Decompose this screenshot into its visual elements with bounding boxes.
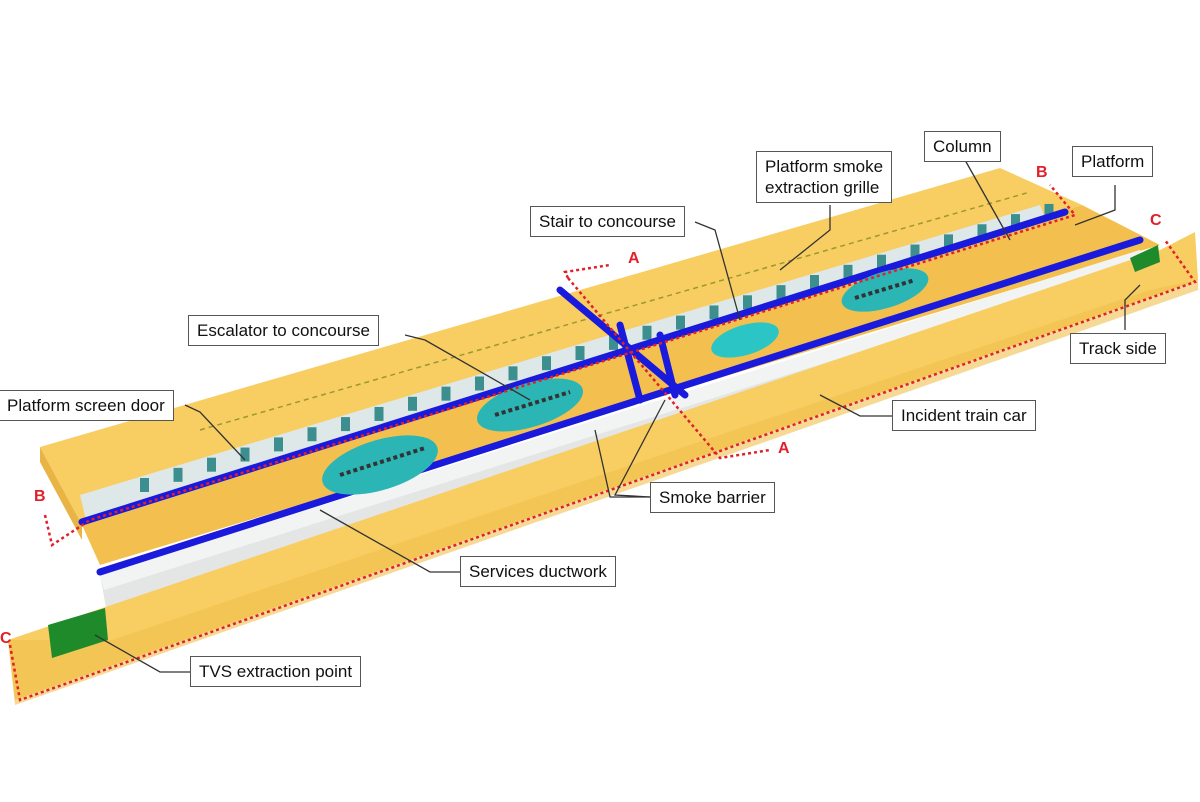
platform-screen-door-panel — [274, 437, 283, 452]
platform-screen-door-panel — [408, 396, 417, 411]
platform-screen-door-panel — [609, 335, 618, 350]
label-track-side: Track side — [1070, 333, 1166, 364]
label-tvs-extraction-point: TVS extraction point — [190, 656, 362, 687]
platform-screen-door-panel — [173, 467, 183, 482]
platform-screen-door-panel — [542, 356, 551, 371]
platform-screen-door-panel — [709, 305, 719, 320]
platform-screen-door-panel — [642, 325, 652, 340]
section-marker-a: A — [778, 440, 790, 457]
platform-screen-door-panel — [977, 224, 987, 239]
platform-screen-door-panel — [910, 244, 920, 259]
platform-screen-door-panel — [743, 295, 752, 310]
label-incident-train-car: Incident train car — [892, 400, 1036, 431]
platform-screen-door-panel — [810, 275, 819, 289]
platform-screen-door-panel — [944, 234, 953, 249]
platform-screen-door-panel — [374, 406, 384, 421]
platform-screen-door-panel — [843, 264, 853, 279]
tvs-extraction-point-right — [1130, 245, 1160, 272]
tvs-extraction-point-left — [48, 608, 108, 658]
label-smoke-extraction-grille: Platform smoke extraction grille — [756, 151, 893, 203]
label-line-2: extraction grille — [765, 178, 880, 197]
label-line-1: Platform smoke — [765, 157, 884, 176]
escalators — [322, 268, 929, 495]
section-marker-a: A — [628, 250, 640, 267]
label-stair: Stair to concourse — [530, 206, 686, 237]
section-marker-c: C — [1150, 212, 1162, 229]
platform-screen-door-panel — [575, 346, 585, 361]
platform-screen-door-panel — [676, 315, 685, 330]
section-marker-c: C — [0, 630, 12, 647]
platform-screen-door-panel — [140, 478, 149, 492]
platform-screen-door-wall — [80, 205, 1048, 520]
platform-screen-door-panel — [441, 386, 451, 401]
label-services-ductwork: Services ductwork — [460, 556, 616, 587]
section-lines — [8, 184, 1197, 702]
platform-screen-door-panel — [240, 447, 250, 462]
platform-side — [40, 447, 82, 540]
section-marker-b: B — [34, 488, 46, 505]
label-column: Column — [924, 131, 1001, 162]
track-trough — [82, 205, 1160, 565]
platform-screen-door-panel — [207, 457, 216, 472]
platform-screen-door-panel — [307, 427, 317, 442]
platform-screen-door-panel — [776, 285, 786, 300]
platform-screen-door-panel — [341, 417, 350, 432]
leader-lines — [94, 159, 1141, 673]
train-roof — [100, 250, 1145, 590]
platform-screen-door-panel — [1044, 203, 1054, 218]
label-escalator: Escalator to concourse — [188, 315, 379, 346]
platform-screen-door-panel — [877, 254, 886, 269]
platform-screen-door-panel — [475, 376, 484, 391]
platform-screen-door-panel — [1011, 214, 1020, 229]
label-platform-screen-door: Platform screen door — [0, 390, 174, 421]
section-marker-b: B — [1036, 164, 1048, 181]
label-platform: Platform — [1072, 146, 1154, 177]
platform-screen-door-panel — [508, 366, 518, 381]
label-smoke-barrier: Smoke barrier — [650, 482, 775, 513]
